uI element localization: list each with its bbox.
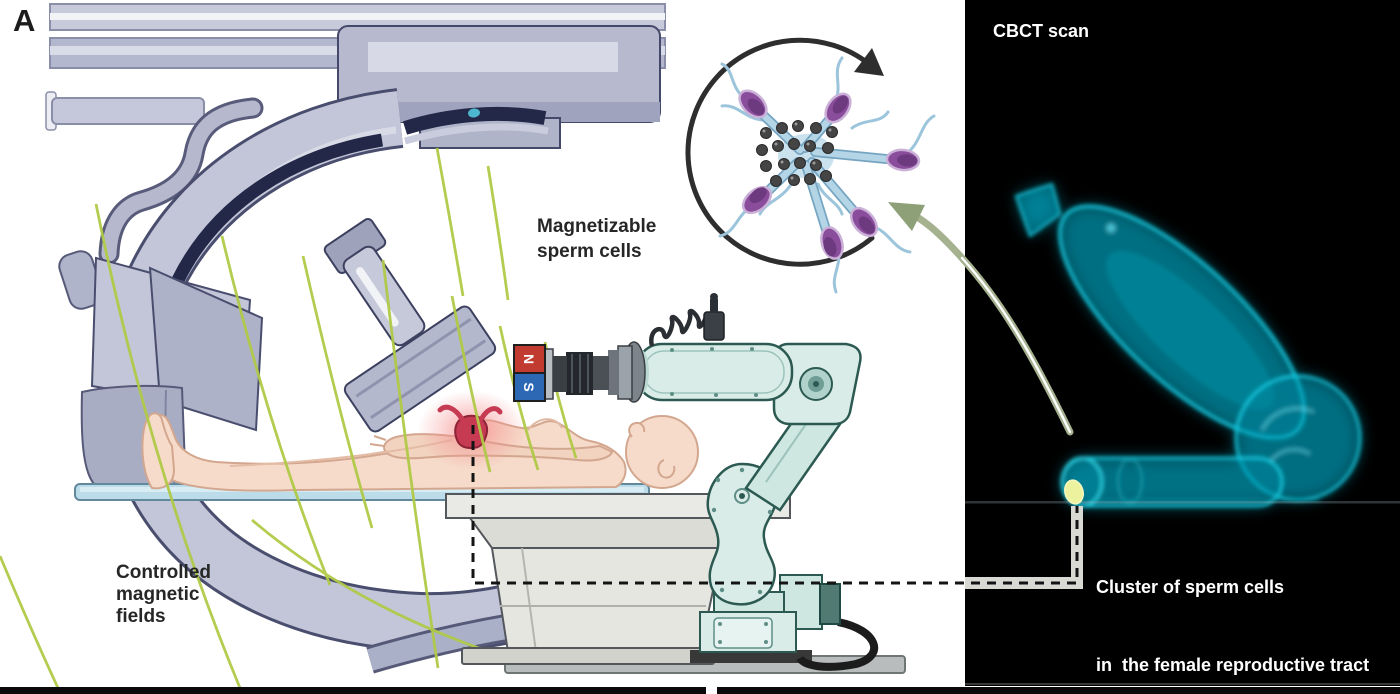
bottom-border-left [0, 687, 706, 694]
magnetizable-line1: Magnetizable [537, 216, 657, 237]
support-tube [101, 100, 261, 262]
magnetic-field-lines [0, 147, 578, 689]
magnet: N S [513, 344, 546, 402]
teal-indicator-dot [468, 108, 480, 118]
patient-figure [141, 390, 699, 492]
magnet-south-label: S [521, 382, 537, 391]
xray-detector [323, 218, 497, 433]
magnetizable-sperm-label: Magnetizable sperm cells [537, 214, 656, 264]
cbct-caption-line2: in the female reproductive tract [1096, 655, 1370, 675]
sperm-cluster-highlight [1064, 479, 1084, 505]
controlled-line3: fields [116, 606, 166, 627]
controlled-line1: Controlled [116, 562, 211, 583]
robot-lower-link [706, 462, 778, 606]
robot-arm: N S [513, 293, 879, 671]
magnetic-particles [756, 120, 838, 187]
magnetizable-line2: sperm cells [537, 241, 642, 262]
patient-head [625, 415, 699, 489]
magnet-north-label: N [521, 354, 537, 364]
controlled-line2: magnetic [116, 584, 200, 605]
robot-upper-arm [634, 342, 794, 402]
controlled-fields-label: Controlled magnetic fields [116, 562, 211, 628]
sperm-cluster-illustration [685, 37, 936, 294]
cbct-caption: Cluster of sperm cells in the female rep… [1096, 522, 1369, 694]
bottom-border-right [717, 687, 1400, 694]
rotation-arrow-icon [685, 37, 875, 267]
cbct-caption-line1: Cluster of sperm cells [1096, 577, 1285, 597]
lower-rail [51, 97, 205, 125]
c-arm-machine [45, 3, 706, 674]
cbct-panel [965, 0, 1400, 686]
panel-label: A [13, 3, 36, 38]
robot-wrist [544, 341, 646, 403]
carriage [337, 25, 661, 149]
robot-cable [796, 618, 879, 671]
guide-arrow-icon [888, 202, 1074, 436]
rotation-arrowhead [854, 48, 884, 76]
cbct-title: CBCT scan [993, 21, 1090, 41]
panel-seam [965, 683, 1400, 685]
robot-base-plate [690, 650, 812, 663]
magnet-south [513, 372, 546, 402]
cbct-floor-line [965, 501, 1400, 504]
dashed-connector [471, 425, 1083, 589]
robot-coil-cable [649, 308, 709, 347]
connector-band [965, 506, 1083, 589]
sperm-heads [738, 89, 921, 260]
cbct-anatomy [1014, 182, 1362, 508]
